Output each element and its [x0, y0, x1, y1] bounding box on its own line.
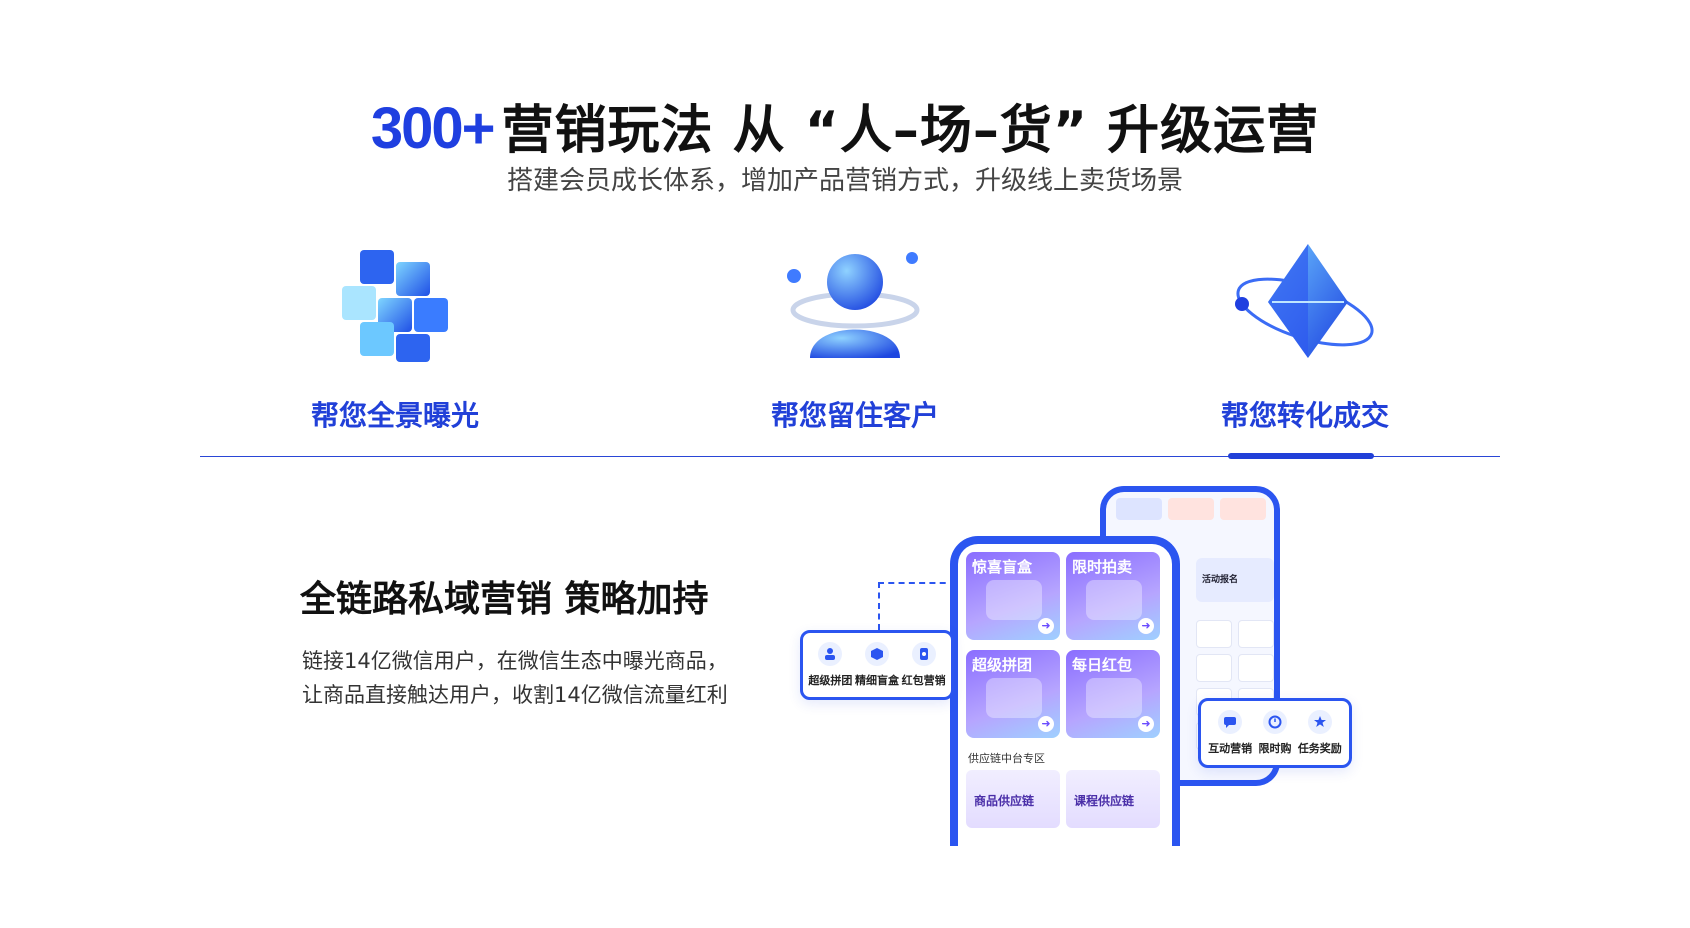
arrow-right-icon: ➜ [1138, 716, 1154, 732]
cube-icon [342, 250, 448, 362]
diamond-orbit-icon [1235, 244, 1374, 358]
tool-item[interactable]: 互动营销 [1208, 710, 1252, 756]
tab-label: 帮您留住客户 [770, 399, 939, 432]
hero-subtitle: 搭建会员成长体系，增加产品营销方式，升级线上卖货场景 [506, 166, 1183, 196]
group-buy-icon [818, 642, 843, 666]
phone-illustration: 活动报名 惊喜盲盒➜ 限时拍卖➜ 超级拼团➜ 每日红包➜ 供应链中台专区 商品供… [800, 480, 1420, 880]
tab-retention[interactable]: 帮您留住客户 [705, 240, 1005, 434]
activity-signup-card: 活动报名 [1196, 558, 1274, 602]
tool-item[interactable]: 红包营销 [902, 642, 946, 688]
connector-line [878, 582, 956, 630]
promo-card[interactable]: 每日红包➜ [1066, 650, 1160, 738]
feature-tabs: 帮您全景曝光 帮您留住客户 帮您转化成交 [200, 240, 1500, 450]
tab-label: 帮您转化成交 [1220, 399, 1389, 432]
arrow-right-icon: ➜ [1138, 618, 1154, 634]
active-tab-indicator [1228, 453, 1374, 459]
tab-conversion[interactable]: 帮您转化成交 [1155, 240, 1455, 434]
card-art [1086, 580, 1142, 620]
tool-item[interactable]: 限时购 [1258, 710, 1291, 756]
tool-item[interactable]: 精细盲盒 [855, 642, 899, 688]
hero-title: 300+营销玩法 从 “人–场–货” 升级运营 [0, 88, 1690, 163]
supply-card[interactable]: 商品供应链 [966, 770, 1060, 828]
tab-divider [200, 456, 1500, 457]
promo-card[interactable]: 限时拍卖➜ [1066, 552, 1160, 640]
supply-section-title: 供应链中台专区 [968, 752, 1045, 765]
tool-item[interactable]: 任务奖励 [1298, 710, 1342, 756]
card-art [986, 678, 1042, 718]
hero-title-text: 营销玩法 从 “人–场–货” 升级运营 [501, 101, 1320, 161]
description-line: 让商品直接触达用户，收割14亿微信流量红利 [302, 683, 728, 707]
tab-exposure[interactable]: 帮您全景曝光 [245, 240, 545, 434]
card-art [1086, 678, 1142, 718]
supply-card[interactable]: 课程供应链 [1066, 770, 1160, 828]
tool-item[interactable]: 超级拼团 [808, 642, 852, 688]
medal-icon [1307, 710, 1332, 734]
marketing-tools-box: 超级拼团 精细盲盒 红包营销 [800, 630, 954, 700]
hero-title-accent: 300+ [370, 96, 496, 161]
arrow-right-icon: ➜ [1038, 618, 1054, 634]
tab-label: 帮您全景曝光 [310, 399, 479, 432]
clock-icon [1262, 710, 1287, 734]
phone-topbar [1116, 498, 1266, 520]
section-description: 链接14亿微信用户，在微信生态中曝光商品， 让商品直接触达用户，收割14亿微信流… [302, 644, 782, 712]
box-icon [864, 642, 889, 666]
chat-icon [1218, 710, 1243, 734]
promo-card[interactable]: 超级拼团➜ [966, 650, 1060, 738]
description-line: 链接14亿微信用户，在微信生态中曝光商品， [302, 649, 728, 673]
marketing-tools-box: 互动营销 限时购 任务奖励 [1198, 698, 1352, 768]
promo-card[interactable]: 惊喜盲盒➜ [966, 552, 1060, 640]
arrow-right-icon: ➜ [1038, 716, 1054, 732]
front-phone: 惊喜盲盒➜ 限时拍卖➜ 超级拼团➜ 每日红包➜ 供应链中台专区 商品供应链 课程… [950, 536, 1180, 846]
user-orbit-icon [787, 252, 920, 358]
red-packet-icon [911, 642, 936, 666]
card-art [986, 580, 1042, 620]
section-title: 全链路私域营销 策略加持 [300, 579, 709, 620]
